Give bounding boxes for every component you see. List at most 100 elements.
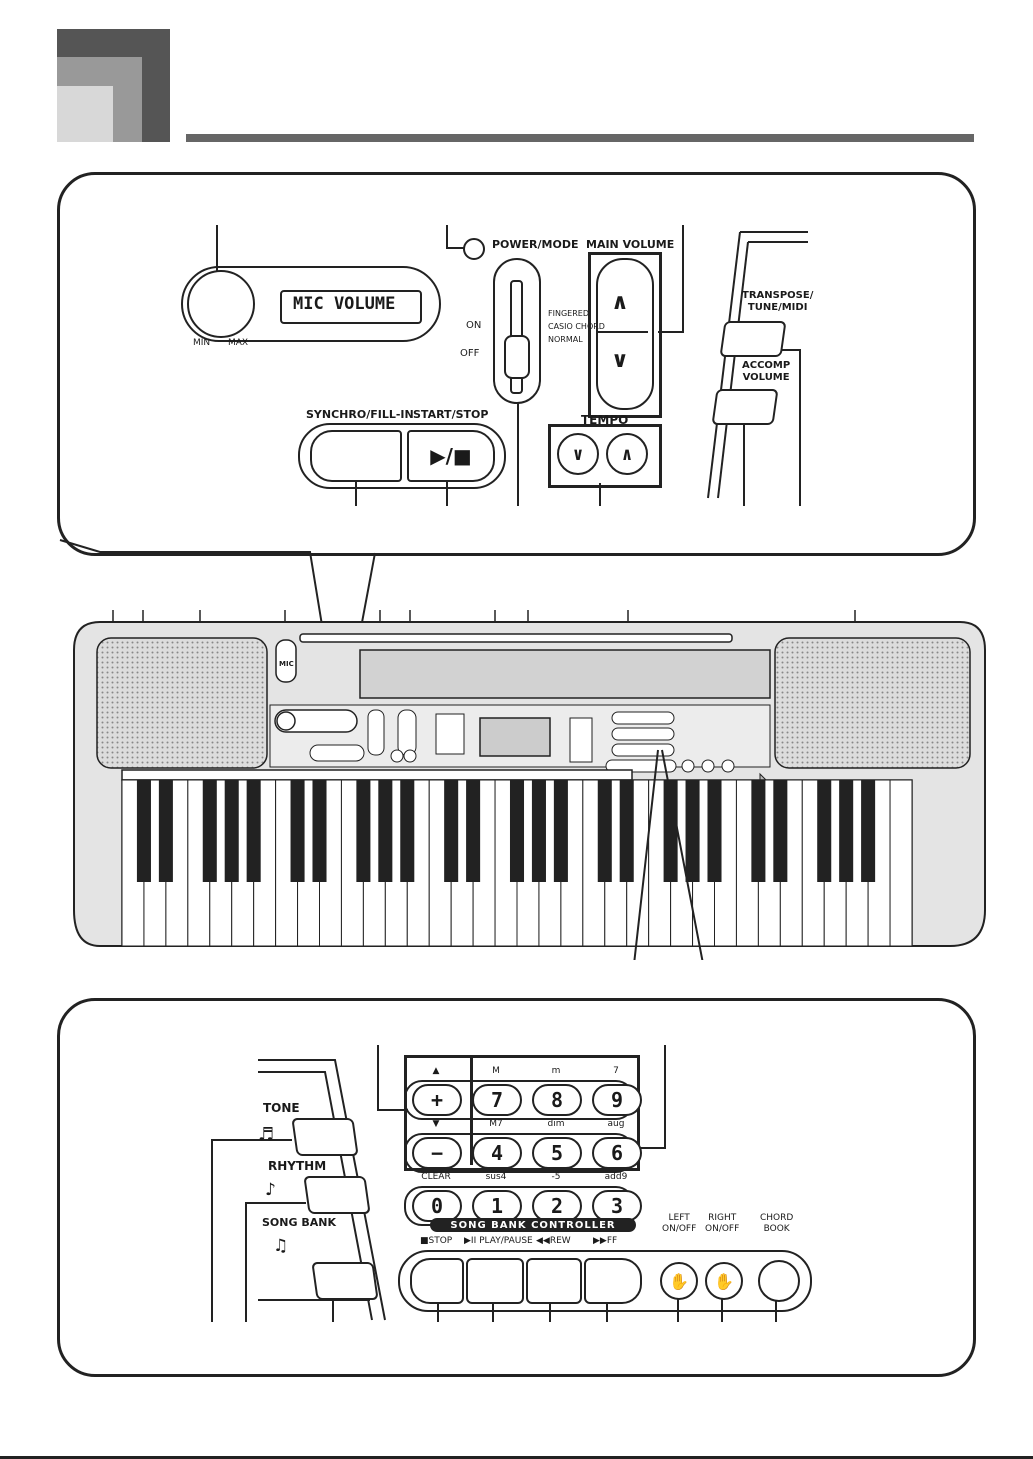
black-key [773, 780, 788, 882]
black-key [378, 780, 393, 882]
right-onoff-button[interactable]: ✋ [705, 1262, 743, 1300]
ctrl-play-label: ▶II PLAY/PAUSE [464, 1236, 533, 1246]
black-key [861, 780, 876, 882]
left-onoff-label: LEFT ON/OFF [662, 1213, 697, 1234]
black-key [290, 780, 305, 882]
keypad-top-label: m [551, 1066, 561, 1076]
keypad-top-label: 7 [613, 1066, 619, 1076]
ff-button[interactable] [584, 1258, 642, 1304]
rhythm-label: RHYTHM [268, 1159, 327, 1173]
synchro-label: SYNCHRO/FILL-IN [306, 408, 414, 421]
tone-icon: ♬ [258, 1124, 275, 1145]
ctrl-ff-label: ▶▶FF [593, 1236, 618, 1246]
chord-book-button[interactable] [758, 1260, 800, 1302]
song-bank-button[interactable] [311, 1262, 379, 1300]
black-key [224, 780, 239, 882]
main-volume-down-button[interactable]: ∨ [611, 348, 629, 373]
black-key [707, 780, 722, 882]
keypad-key-button[interactable]: 7 [472, 1084, 522, 1116]
ctrl-stop-label: ■STOP [420, 1236, 453, 1246]
keypad-top-label: dim [547, 1119, 565, 1129]
rew-button[interactable] [526, 1258, 582, 1304]
keypad-key-button[interactable]: 3 [592, 1190, 642, 1222]
tone-button[interactable] [291, 1118, 359, 1156]
tempo-frame [548, 424, 662, 488]
rhythm-button[interactable] [303, 1176, 371, 1214]
accomp-volume-label: ACCOMP VOLUME [742, 360, 791, 383]
keypad-key-button[interactable]: − [412, 1137, 462, 1169]
left-onoff-button[interactable]: ✋ [660, 1262, 698, 1300]
mic-volume-plate [280, 290, 422, 324]
rhythm-icon: ♪ [265, 1180, 276, 1200]
keypad-top-label: -5 [551, 1172, 561, 1182]
black-key [685, 780, 700, 882]
main-volume-label: MAIN VOLUME [586, 238, 675, 251]
black-key [597, 780, 612, 882]
start-stop-button[interactable]: ▶/■ [407, 430, 495, 482]
keypad-key-button[interactable]: 5 [532, 1137, 582, 1169]
black-key [839, 780, 854, 882]
tone-label: TONE [263, 1101, 300, 1115]
tempo-up-button[interactable]: ∧ [606, 433, 648, 475]
black-key [158, 780, 173, 882]
black-key [312, 780, 327, 882]
keypad-key-button[interactable]: 9 [592, 1084, 642, 1116]
mic-min-label: MIN [193, 338, 211, 348]
play-pause-button[interactable] [466, 1258, 524, 1304]
on-label: ON [466, 320, 482, 331]
keypad-top-label: ▲ [432, 1066, 440, 1076]
right-hand-icon: ✋ [714, 1271, 734, 1291]
transpose-label: TRANSPOSE/ TUNE/MIDI [742, 290, 814, 313]
start-stop-label: START/STOP [413, 408, 489, 421]
start-stop-symbol: ▶/■ [430, 444, 472, 468]
keypad-key-button[interactable]: + [412, 1084, 462, 1116]
black-key [509, 780, 525, 882]
controller-title: SONG BANK CONTROLLER [450, 1219, 616, 1231]
side-panel-outline [707, 231, 808, 499]
main-volume-rocker [596, 258, 654, 410]
controller-housing [398, 1250, 812, 1312]
black-key [136, 780, 151, 882]
power-led-icon [463, 238, 485, 260]
stop-button[interactable] [410, 1258, 464, 1304]
mic-max-label: MAX [228, 338, 249, 348]
black-key [246, 780, 261, 882]
keypad-key-button[interactable]: 6 [592, 1137, 642, 1169]
keypad-top-label: CLEAR [421, 1172, 451, 1182]
synchro-startstop-housing [298, 423, 506, 489]
keypad-key-button[interactable]: 4 [472, 1137, 522, 1169]
mic-volume-label: MIC VOLUME [293, 294, 396, 314]
mode-normal: NORMAL [548, 335, 583, 344]
tempo-label: TEMPO [581, 413, 629, 427]
power-mode-slider-knob[interactable] [504, 335, 530, 379]
main-volume-divider [598, 331, 648, 333]
black-key [466, 780, 481, 882]
synchro-fill-in-button[interactable] [310, 430, 402, 482]
mic-volume-knob-housing [181, 266, 441, 342]
keypad-left-highlight [404, 1055, 473, 1165]
black-key [553, 780, 568, 882]
black-key [400, 780, 415, 882]
power-mode-label: POWER/MODE [492, 238, 579, 251]
tempo-down-button[interactable]: ∨ [557, 433, 599, 475]
mic-jack-label: MIC [279, 660, 294, 668]
main-volume-frame [588, 252, 662, 418]
keypad-key-button[interactable]: 8 [532, 1084, 582, 1116]
mic-volume-knob[interactable] [187, 270, 255, 338]
keypad-top-label: ▼ [432, 1119, 440, 1129]
white-key [889, 779, 913, 947]
black-key [619, 780, 634, 882]
black-key [202, 780, 217, 882]
black-key [356, 780, 371, 882]
keypad-top-label: aug [607, 1119, 625, 1129]
keypad-key-button[interactable]: 0 [412, 1190, 462, 1222]
right-onoff-label: RIGHT ON/OFF [705, 1213, 740, 1234]
ctrl-rew-label: ◀◀REW [536, 1236, 571, 1246]
keypad-top-label: M [492, 1066, 500, 1076]
black-key [444, 780, 459, 882]
left-hand-icon: ✋ [669, 1271, 689, 1291]
chord-book-label: CHORD BOOK [760, 1213, 794, 1234]
mode-casio: CASIO CHORD [548, 322, 605, 331]
main-volume-up-button[interactable]: ∧ [611, 290, 629, 315]
power-mode-slider[interactable] [493, 258, 541, 404]
